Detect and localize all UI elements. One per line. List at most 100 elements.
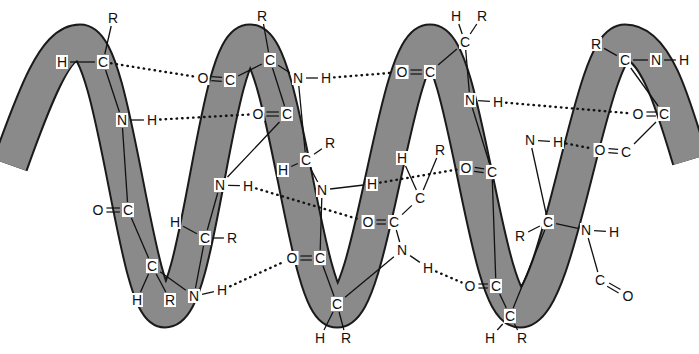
bond-line	[105, 26, 111, 54]
bond-line	[320, 198, 322, 250]
bond-line	[141, 274, 149, 292]
bond-line	[402, 205, 412, 214]
atom-label: N	[464, 93, 476, 107]
atom-label: C	[331, 297, 343, 311]
double-bond-line	[410, 73, 422, 74]
bond-line	[345, 257, 394, 298]
atom-slot: C	[490, 279, 502, 293]
bond-line	[556, 224, 578, 229]
atom-slot: N	[316, 183, 328, 197]
atom-slot: R	[340, 331, 352, 345]
atom-label: O	[286, 251, 299, 265]
double-bond-line	[106, 211, 120, 212]
hydrogen-bond	[256, 188, 360, 219]
atom-slot: R	[516, 331, 528, 345]
atom-label: O	[460, 161, 473, 175]
atom-slot: H	[450, 9, 462, 23]
atom-slot: C	[504, 309, 516, 323]
atom-slot: R	[590, 37, 602, 51]
atom-label: O	[396, 65, 409, 79]
double-bond-line	[300, 255, 312, 256]
atom-slot: H	[277, 163, 289, 177]
atom-label: C	[486, 165, 498, 179]
bond-line	[123, 128, 128, 202]
atom-label: C	[388, 215, 400, 229]
bond-line	[604, 48, 617, 55]
atom-slot: N	[580, 223, 592, 237]
bond-line	[470, 24, 477, 34]
double-bond-line	[474, 171, 484, 172]
atom-label: C	[314, 251, 326, 265]
atom-label: N	[316, 183, 328, 197]
atom-label: N	[116, 113, 128, 127]
atom-label: O	[464, 279, 477, 293]
atom-label: H	[678, 53, 690, 67]
hydrogen-bond	[111, 63, 195, 76]
atom-label: R	[164, 293, 176, 307]
atom-label: C	[490, 279, 502, 293]
atom-slot: C	[300, 153, 312, 167]
bond-line	[594, 230, 606, 232]
bond-line	[202, 292, 214, 295]
bond-line	[228, 185, 240, 187]
atom-label: C	[122, 203, 134, 217]
double-bond-line	[646, 115, 656, 116]
double-bond-line	[608, 152, 618, 154]
atom-label: R	[434, 143, 446, 157]
atom-label: R	[226, 231, 238, 245]
atom-label: N	[524, 133, 536, 147]
atom-label: H	[422, 261, 434, 275]
atom-label: R	[590, 37, 602, 51]
double-bond-line	[478, 283, 488, 284]
atom-label: N	[292, 71, 304, 85]
atom-label: H	[320, 71, 332, 85]
bond-line	[160, 272, 186, 290]
atom-slot: N	[464, 93, 476, 107]
atom-label: N	[650, 53, 662, 67]
atom-label: C	[459, 35, 471, 49]
double-bond-line	[211, 80, 222, 82]
atom-slot: O	[622, 289, 635, 303]
atom-slot: N	[292, 71, 304, 85]
atom-slot: N	[650, 53, 662, 67]
atom-label: H	[484, 331, 496, 345]
hydrogen-bond	[230, 262, 284, 286]
bond-line	[497, 324, 502, 330]
atom-slot: H	[131, 293, 143, 307]
bond-line	[291, 164, 298, 167]
atom-label: H	[56, 55, 68, 69]
atom-slot: C	[388, 215, 400, 229]
atom-slot: C	[459, 35, 471, 49]
atom-slot: H	[56, 55, 68, 69]
atom-label: H	[450, 9, 462, 23]
atom-slot: C	[264, 53, 276, 67]
bond-line	[478, 100, 490, 102]
bond-line	[183, 226, 197, 233]
atom-slot: C	[486, 165, 498, 179]
atom-slot: H	[320, 71, 332, 85]
atom-slot: H	[366, 177, 378, 191]
hydrogen-bond	[506, 103, 629, 114]
atom-label: C	[620, 145, 632, 159]
bond-line	[324, 312, 333, 330]
bond-line	[130, 119, 144, 120]
double-bond-line	[212, 76, 223, 78]
atom-slot: C	[122, 203, 134, 217]
bond-line	[633, 59, 648, 60]
atom-slot: H	[422, 261, 434, 275]
atom-label: H	[608, 225, 620, 239]
atom-slot: N	[188, 289, 200, 303]
bond-line	[106, 70, 120, 112]
bond-line	[664, 59, 676, 60]
atom-slot: R	[324, 136, 336, 150]
double-bond-line	[609, 283, 620, 290]
bond-line	[631, 68, 658, 106]
bond-line	[278, 65, 290, 73]
atom-label: H	[277, 163, 289, 177]
atom-slot: R	[107, 11, 119, 25]
atom-slot: O	[92, 203, 105, 217]
atom-label: C	[424, 65, 436, 79]
atom-label: O	[594, 143, 607, 157]
atom-slot: C	[199, 231, 211, 245]
atom-slot: H	[314, 331, 326, 345]
